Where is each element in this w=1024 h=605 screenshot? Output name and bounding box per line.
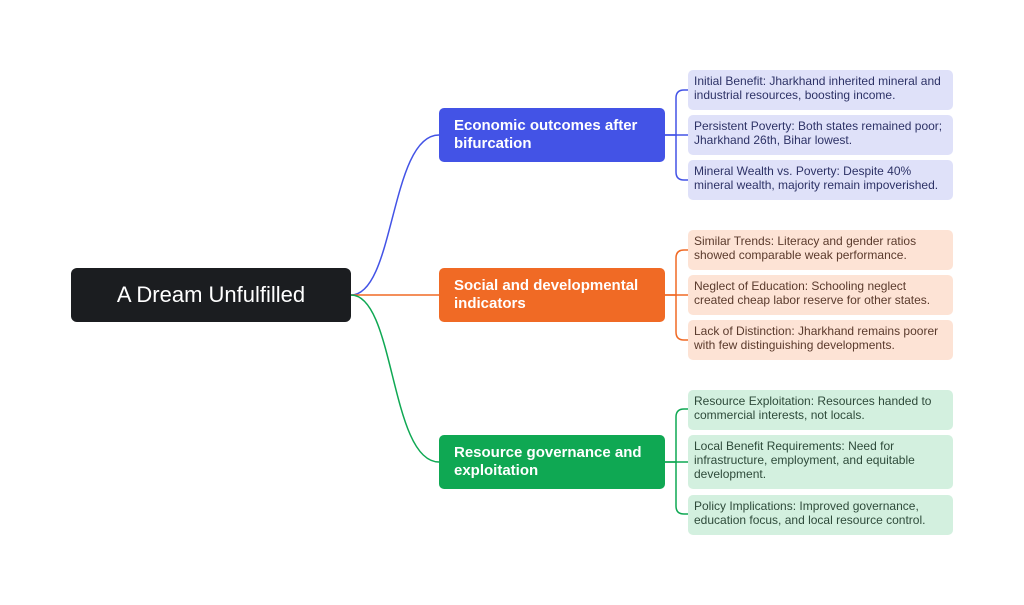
leaf-resource-exploitation[interactable]: Resource Exploitation: Resources handed … [688, 390, 953, 430]
branch-resource-governance[interactable]: Resource governance and exploitation [439, 435, 665, 489]
leaf-text: Neglect of Education: Schooling neglect … [694, 279, 931, 307]
branch-social-indicators[interactable]: Social and developmental indicators [439, 268, 665, 322]
leaf-text: Similar Trends: Literacy and gender rati… [694, 234, 917, 262]
leaf-text: Initial Benefit: Jharkhand inherited min… [694, 74, 941, 102]
branch-label: Economic outcomes after bifurcation [454, 117, 638, 152]
branch-label: Social and developmental indicators [454, 277, 639, 312]
leaf-similar-trends[interactable]: Similar Trends: Literacy and gender rati… [688, 230, 953, 270]
connector-root-resource [350, 294, 440, 463]
leaf-policy-implications[interactable]: Policy Implications: Improved governance… [688, 495, 953, 535]
connector-economic-leaf-1 [665, 89, 688, 136]
branch-label: Resource governance and exploitation [454, 444, 642, 479]
connector-resource-leaf-1 [665, 408, 688, 463]
branch-economic-outcomes[interactable]: Economic outcomes after bifurcation [439, 108, 665, 162]
leaf-text: Local Benefit Requirements: Need for inf… [694, 439, 915, 481]
root-node[interactable]: A Dream Unfulfilled [71, 268, 351, 322]
leaf-initial-benefit[interactable]: Initial Benefit: Jharkhand inherited min… [688, 70, 953, 110]
connector-social-leaf-1 [665, 249, 688, 296]
connector-economic-leaf-3 [675, 135, 688, 181]
leaf-lack-distinction[interactable]: Lack of Distinction: Jharkhand remains p… [688, 320, 953, 360]
leaf-local-benefit[interactable]: Local Benefit Requirements: Need for inf… [688, 435, 953, 489]
leaf-text: Lack of Distinction: Jharkhand remains p… [694, 324, 939, 352]
leaf-text: Resource Exploitation: Resources handed … [694, 394, 932, 422]
leaf-text: Mineral Wealth vs. Poverty: Despite 40% … [694, 164, 939, 192]
connector-root-economic [350, 134, 440, 296]
leaf-persistent-poverty[interactable]: Persistent Poverty: Both states remained… [688, 115, 953, 155]
root-label: A Dream Unfulfilled [116, 282, 306, 307]
connector-resource-leaf-3 [675, 462, 688, 515]
connector-social-leaf-3 [675, 295, 688, 341]
leaf-text: Policy Implications: Improved governance… [694, 499, 926, 527]
leaf-mineral-wealth[interactable]: Mineral Wealth vs. Poverty: Despite 40% … [688, 160, 953, 200]
leaf-text: Persistent Poverty: Both states remained… [694, 119, 943, 147]
leaf-neglect-education[interactable]: Neglect of Education: Schooling neglect … [688, 275, 953, 315]
